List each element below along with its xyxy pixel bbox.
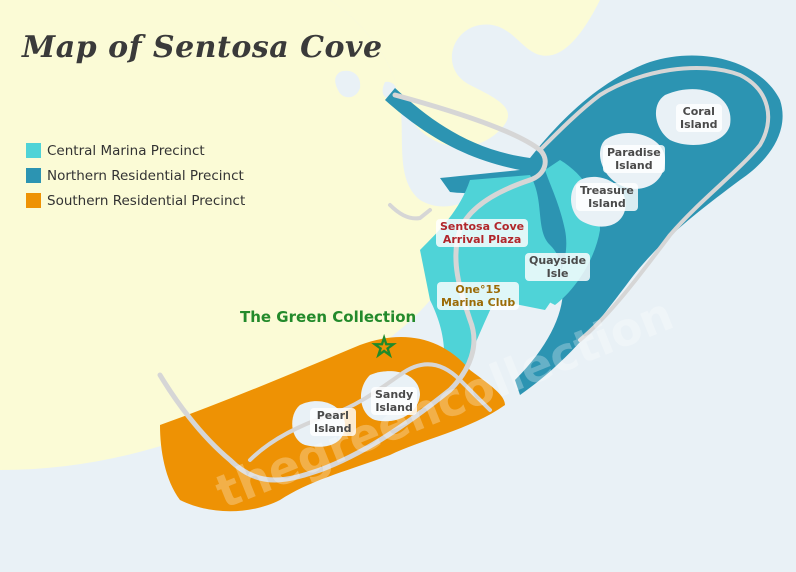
legend-item-southern-residential: Southern Residential Precinct: [26, 188, 245, 213]
map-title: Map of Sentosa Cove: [22, 30, 383, 65]
small-islet: [335, 70, 361, 98]
legend-swatch: [26, 168, 41, 183]
legend-label: Northern Residential Precinct: [47, 167, 244, 184]
legend-label: Southern Residential Precinct: [47, 192, 246, 209]
road-spur: [388, 203, 432, 221]
star-icon[interactable]: ☆: [371, 332, 397, 363]
legend-swatch: [26, 143, 41, 158]
label-the-green-collection: The Green Collection: [240, 308, 417, 326]
legend-item-central-marina: Central Marina Precinct: [26, 138, 245, 163]
legend-label: Central Marina Precinct: [47, 142, 205, 159]
legend: Central Marina Precinct Northern Residen…: [26, 138, 245, 213]
road-southern-loop: [248, 362, 492, 462]
road-main: [157, 92, 548, 483]
legend-item-northern-residential: Northern Residential Precinct: [26, 163, 245, 188]
road-northern-loop: [538, 65, 771, 342]
legend-swatch: [26, 193, 41, 208]
northern-landmass: [330, 0, 600, 147]
